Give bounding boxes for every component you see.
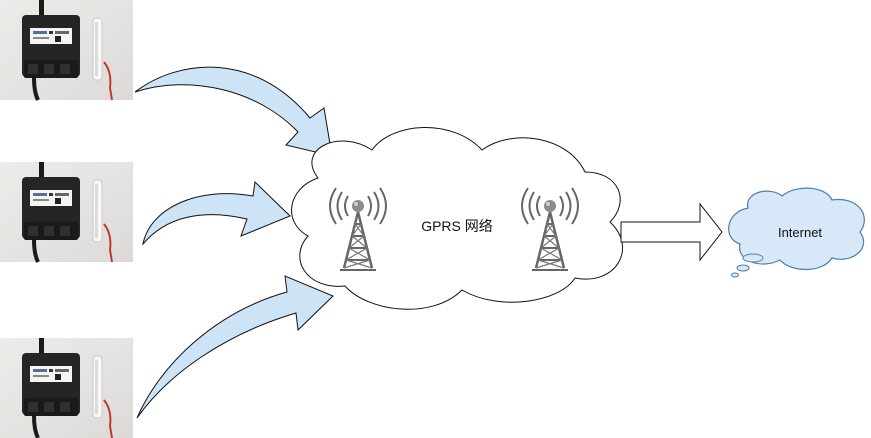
gprs-network-cloud: GPRS 网络 bbox=[291, 127, 623, 310]
device-photo-2 bbox=[0, 160, 135, 264]
arrow-device-2-to-network bbox=[142, 180, 291, 246]
internet-cloud: Internet bbox=[728, 187, 865, 278]
network-label: GPRS 网络 bbox=[421, 218, 493, 234]
arrow-device-1-to-network bbox=[134, 66, 333, 157]
internet-label: Internet bbox=[778, 225, 822, 240]
arrow-network-to-internet bbox=[620, 202, 723, 262]
device-photo-1 bbox=[0, 0, 135, 102]
arrow-device-3-to-network bbox=[136, 275, 334, 419]
device-photo-3 bbox=[0, 336, 135, 438]
